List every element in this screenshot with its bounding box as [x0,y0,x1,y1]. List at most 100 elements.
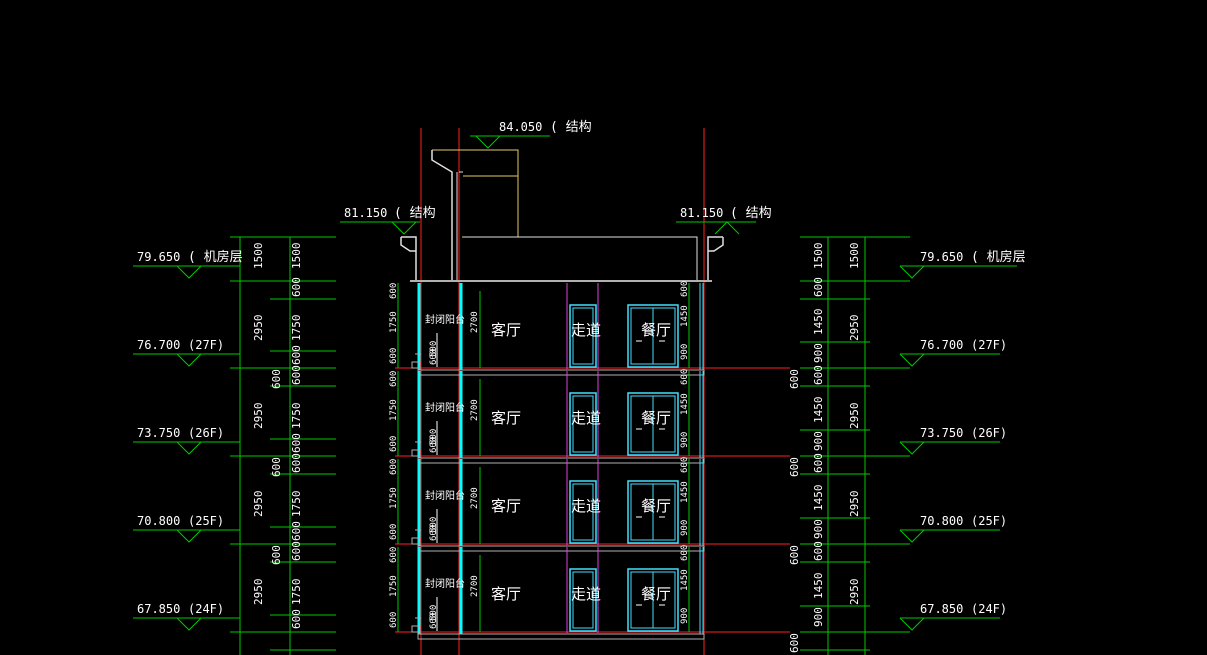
dim-text: 600 [680,369,690,385]
dim-right-600b: 600 [788,369,801,389]
dim-right-600: 600 [812,541,825,561]
elev-note-right: (24F) [971,602,1007,616]
elev-value-left: 70.800 [137,514,180,528]
dim-text: 1750 [389,487,399,509]
room-label-dining: 餐厅 [641,321,671,339]
elev-note-right: (27F) [971,338,1007,352]
dim-text: 900 [680,520,690,536]
dim-left-600: 600 [290,541,303,561]
dim-right-1500b: 1500 [848,243,861,270]
rail-detail [411,361,421,369]
elev-roof-right-value: 79.650 [920,250,963,264]
corridor-door-inner [572,483,594,541]
elev-triangle [899,441,925,455]
dim-right-2950: 2950 [848,579,861,606]
elevation-marker-right: 73.750(26F) [899,426,1007,455]
elev-value-left: 73.750 [137,426,180,440]
dim-left-1750: 1750 [290,491,303,518]
dim-text: 1450 [680,393,690,415]
elev-top-value: 84.050 [499,120,542,134]
elev-triangle [176,617,202,631]
elev-roof-left-note: ( 机房层 [188,249,243,265]
corridor-door [569,480,597,544]
dim-text: 1450 [680,481,690,503]
room-label-balcony: 封闭阳台 [425,577,465,590]
elev-value-left: 76.700 [137,338,180,352]
elev-note-left: (26F) [188,426,224,440]
dim-left-600: 600 [290,453,303,473]
dim-text: 600 [680,281,690,297]
dim-text: 1450 [680,569,690,591]
elev-roof-right-note: ( 机房层 [971,249,1026,265]
room-label-balcony: 封闭阳台 [425,313,465,326]
dining-door [627,480,679,544]
elev-note-right: (26F) [971,426,1007,440]
dim-right-2950: 2950 [848,315,861,342]
room-label-corridor: 走道 [571,321,601,339]
dim-left-600: 600 [290,365,303,385]
dim-left-1750: 1750 [290,403,303,430]
dim-left-600b: 600 [290,433,303,453]
elev-top-note: ( 结构 [550,120,592,135]
dim-right-1450: 1450 [812,397,825,424]
dim-right-900: 900 [812,607,825,627]
dim-left-2950: 2950 [252,579,265,606]
elev-right-parapet-value: 81.150 [680,206,723,220]
elev-triangle [176,441,202,455]
dim-right-2950: 2950 [848,403,861,430]
dim-text: 600 [389,436,399,452]
elev-roof-left-value: 79.650 [137,250,180,264]
dim-text: 1750 [389,311,399,333]
elevation-marker-right: 70.800(25F) [899,514,1007,543]
dim-right-900: 900 [812,431,825,451]
dining-door [627,392,679,456]
room-label-corridor: 走道 [571,585,601,603]
dim-right-1450: 1450 [812,573,825,600]
dim-text: 600 [389,371,399,387]
dim-text: 1750 [389,399,399,421]
dim-left-600b: 600 [290,521,303,541]
dim-text: 2700 [470,311,480,333]
room-label-balcony: 封闭阳台 [425,401,465,414]
floors-layer: 封闭阳台客厅走道餐厅500600270060017506006001450900… [389,281,790,640]
dim-text: 600 [680,457,690,473]
dim-left-2950: 2950 [252,315,265,342]
elevation-marker-top: 84.050 ( 结构 [470,120,592,149]
dim-right-600: 600 [812,277,825,297]
dim-text: 900 [680,344,690,360]
dim-right-1450: 1450 [812,309,825,336]
elev-triangle [899,353,925,367]
floor-slab [417,633,705,640]
corridor-door [569,568,597,632]
dim-text: 900 [680,608,690,624]
elevation-marker-left: 67.850(24F) [133,602,240,631]
elev-value-right: 70.800 [920,514,963,528]
floor-group: 封闭阳台客厅走道餐厅500600270060017506006001450900 [389,545,790,640]
dim-text: 2700 [470,575,480,597]
dining-door [627,304,679,368]
rail-detail [411,537,421,545]
dim-left-1750: 1750 [290,315,303,342]
rail-detail [411,625,421,633]
elevation-marker-right: 67.850(24F) [899,602,1007,631]
corridor-door [569,304,597,368]
elevation-marker-roof-left: 79.650 ( 机房层 [133,249,243,279]
elevation-marker-left: 73.750 (26F) [133,426,240,455]
elev-triangle [899,617,925,631]
floor-group: 封闭阳台客厅走道餐厅500600270060017506006001450900 [389,457,790,552]
roof-structure [400,128,724,655]
elevation-marker-roof-right: 79.650 ( 机房层 [899,249,1026,279]
dim-right-2950: 2950 [848,491,861,518]
elev-triangle [899,529,925,543]
dim-right-900: 900 [812,343,825,363]
room-label-corridor: 走道 [571,497,601,515]
dim-text: 600 [389,283,399,299]
elev-triangle [176,529,202,543]
elevation-marker-left-parapet: 81.150 ( 结构 [340,206,436,235]
room-label-living: 客厅 [491,497,521,515]
dim-left-2950: 2950 [252,491,265,518]
dim-text: 500 [429,605,439,621]
rail-detail [411,449,421,457]
elev-left-parapet-value: 81.150 [344,206,387,220]
